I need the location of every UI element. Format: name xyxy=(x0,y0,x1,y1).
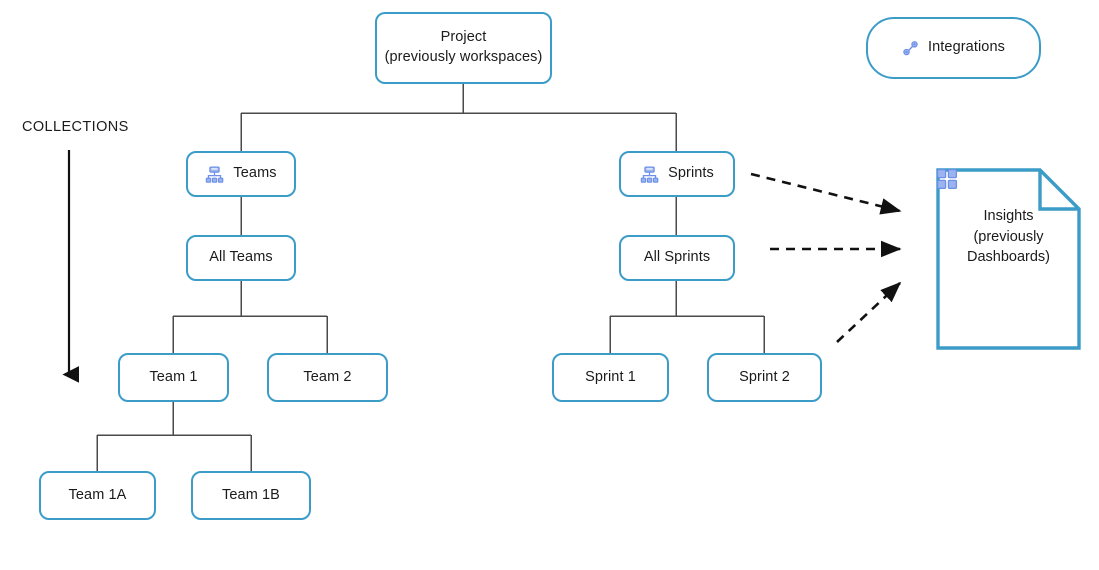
node-integrations-label: Integrations xyxy=(928,39,1005,56)
node-sprints[interactable]: Sprints xyxy=(619,151,735,197)
node-all-teams[interactable]: All Teams xyxy=(186,235,296,281)
node-project-label: Project (previously workspaces) xyxy=(384,29,543,65)
node-team-1a-label: Team 1A xyxy=(68,486,127,503)
node-all-sprints-label: All Sprints xyxy=(643,249,711,266)
node-team-1b[interactable]: Team 1B xyxy=(191,471,311,520)
node-sprint-1-label: Sprint 1 xyxy=(585,368,636,385)
node-team-1[interactable]: Team 1 xyxy=(118,353,229,402)
sitemap-icon xyxy=(640,165,659,184)
node-sprints-label: Sprints xyxy=(668,165,714,182)
edge-sprints-insights xyxy=(750,172,902,215)
node-team-1b-label: Team 1B xyxy=(222,486,280,503)
node-team-2-label: Team 2 xyxy=(303,368,352,385)
node-sprint-2-label: Sprint 2 xyxy=(739,368,790,385)
edge-sprint2-insights xyxy=(836,281,902,343)
node-all-sprints[interactable]: All Sprints xyxy=(619,235,735,281)
node-integrations[interactable]: Integrations xyxy=(866,17,1041,79)
node-sprint-2[interactable]: Sprint 2 xyxy=(707,353,822,402)
link-nodes-icon xyxy=(902,40,919,57)
collections-label: COLLECTIONS xyxy=(22,119,129,135)
node-team-2[interactable]: Team 2 xyxy=(267,353,388,402)
node-all-teams-label: All Teams xyxy=(209,249,273,266)
node-sprint-1[interactable]: Sprint 1 xyxy=(552,353,669,402)
node-team-1a[interactable]: Team 1A xyxy=(39,471,156,520)
node-team-1-label: Team 1 xyxy=(149,368,198,385)
node-insights-label: Insights (previously Dashboards) xyxy=(966,208,1050,266)
node-project[interactable]: Project (previously workspaces) xyxy=(375,12,552,84)
node-insights[interactable]: Insights (previously Dashboards) xyxy=(936,168,1081,350)
sitemap-icon xyxy=(205,165,224,184)
node-teams-label: Teams xyxy=(233,165,277,182)
node-teams[interactable]: Teams xyxy=(186,151,296,197)
